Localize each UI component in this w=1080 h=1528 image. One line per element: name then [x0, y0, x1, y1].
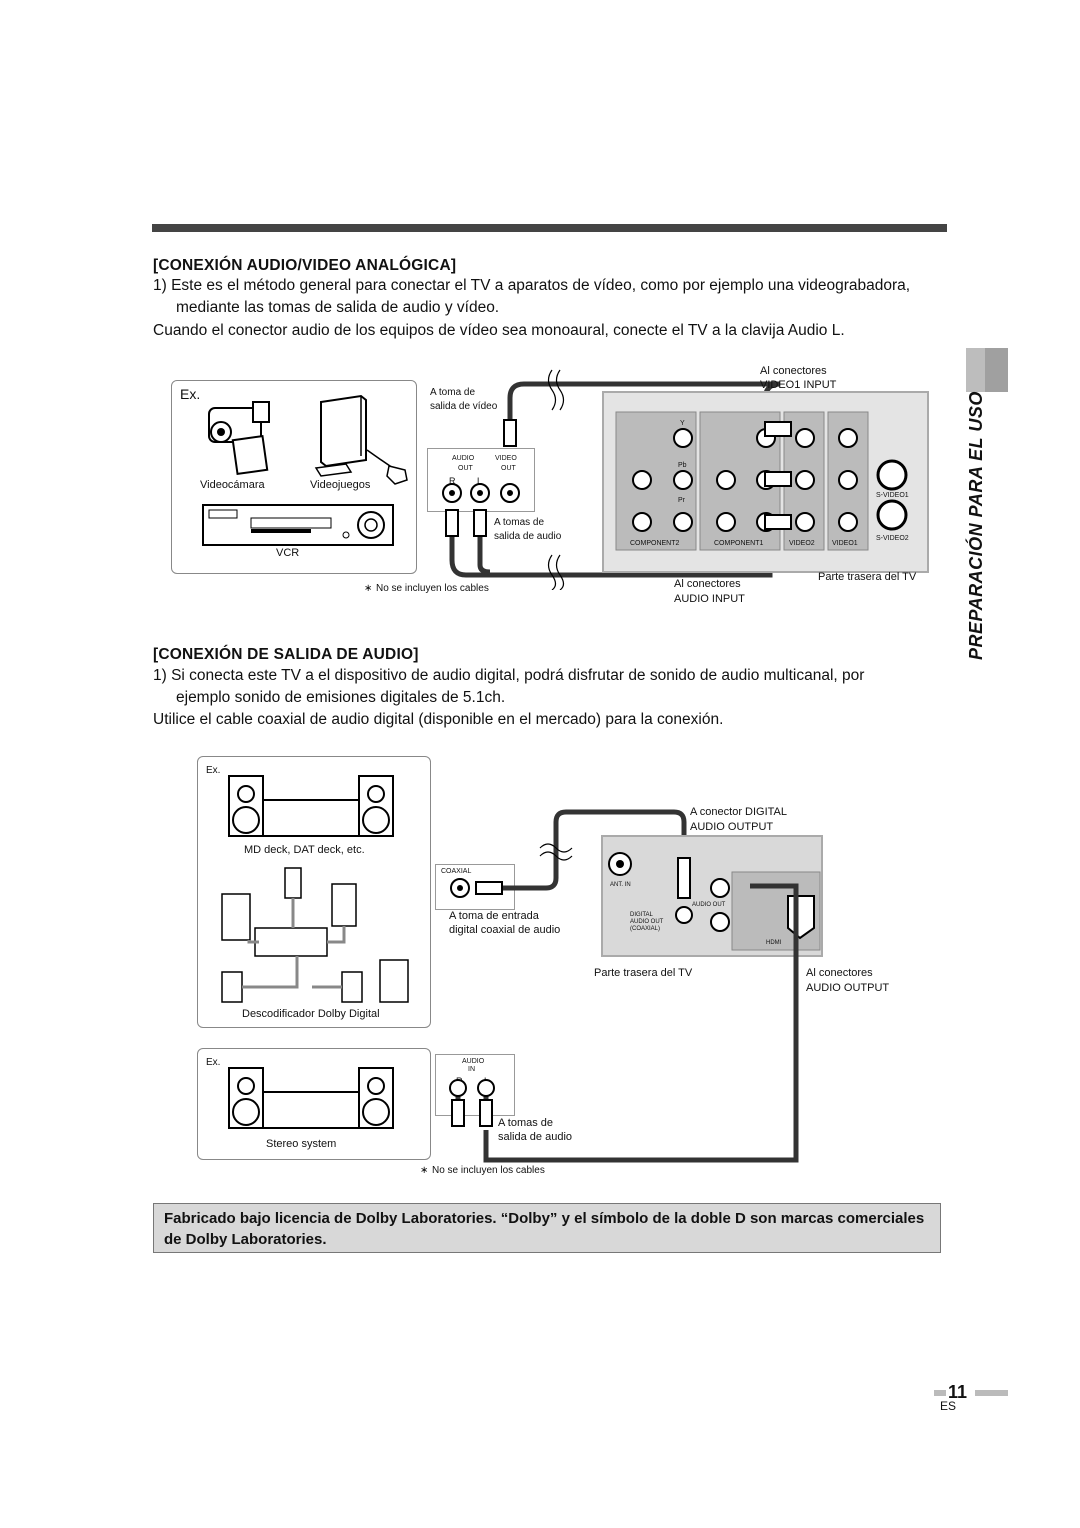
coaxial-cable — [500, 809, 687, 891]
audio-in-label-1: AUDIO — [462, 1058, 485, 1065]
tv-component1-label: COMPONENT1 — [714, 540, 764, 547]
source-devices-illustration — [202, 394, 408, 546]
video-out-label-2: salida de vídeo — [430, 401, 498, 412]
vcr-icon — [202, 504, 394, 546]
tv-svideo1-label: S-VIDEO1 — [876, 492, 909, 499]
page-number: 11 — [948, 1382, 968, 1402]
section-title-analog: [CONEXIÓN AUDIO/VIDEO ANALÓGICA] — [153, 257, 457, 274]
no-cables-label-2: No se incluyen los cables — [432, 1165, 545, 1176]
tv-component2-label: COMPONENT2 — [630, 540, 680, 547]
panel-audio-label: AUDIO — [452, 455, 475, 462]
stereo-label: Stereo system — [266, 1138, 337, 1150]
analog-para-line1: 1) Este es el método general para conect… — [153, 277, 911, 294]
tv-pr-label: Pr — [678, 497, 685, 504]
asterisk-1: ∗ — [364, 583, 373, 594]
vcr-label: VCR — [276, 547, 300, 559]
game-label: Videojuegos — [310, 479, 371, 491]
hdmi-label: HDMI — [766, 940, 782, 946]
panel-l-label: L — [477, 476, 483, 486]
audio-in-label-2: IN — [468, 1066, 475, 1073]
audio-out-para-coax: Utilice el cable coaxial de audio digita… — [153, 711, 724, 728]
to-video1-label-1: Al conectores — [760, 365, 827, 377]
side-title: PREPARACIÓN PARA EL USO — [966, 391, 986, 660]
camcorder-icon — [208, 401, 270, 476]
svideo2-jack — [876, 499, 908, 531]
audio-out-panel-label: AUDIO OUT — [692, 902, 726, 908]
tv-pb-label: Pb — [678, 462, 687, 469]
analog-para-line2: mediante las tomas de salida de audio y … — [176, 299, 500, 316]
to-audio-label-2: AUDIO INPUT — [674, 593, 745, 605]
dolby-decoder-label: Descodificador Dolby Digital — [242, 1008, 380, 1020]
tv-svideo2-label: S-VIDEO2 — [876, 535, 909, 542]
to-audio-out-label-2: AUDIO OUTPUT — [806, 982, 890, 994]
digital-devices-illustration — [221, 775, 409, 1003]
digital-audio-out-label: DIGITAL AUDIO OUT (COAXIAL) — [630, 912, 664, 932]
in-audio-label-2: salida de audio — [498, 1131, 573, 1143]
to-audio-label-1: Al conectores — [674, 578, 741, 590]
section-rule — [152, 224, 947, 232]
md-deck-label: MD deck, DAT deck, etc. — [244, 844, 365, 856]
tv-video1-label: VIDEO1 — [832, 540, 858, 547]
digital-out-label-2: AUDIO OUTPUT — [690, 821, 774, 833]
dolby-trademark-note: Fabricado bajo licencia de Dolby Laborat… — [153, 1203, 941, 1253]
ant-in-label: ANT. IN — [610, 882, 631, 888]
camcorder-label: Videocámara — [200, 479, 265, 491]
video-out-label-1: A toma de — [430, 387, 476, 398]
panel-out-label-2: OUT — [501, 465, 516, 472]
audio-out-label-2: salida de audio — [494, 531, 562, 542]
ex-label-2: Ex. — [206, 765, 221, 776]
language-code: ES — [940, 1399, 957, 1413]
ex-label: Ex. — [180, 386, 201, 402]
audio-out-cable-r — [483, 883, 799, 1163]
panel-r-label: R — [449, 476, 456, 486]
asterisk-2: ∗ — [420, 1165, 429, 1176]
panel-video-label: VIDEO — [495, 455, 517, 462]
to-audio-out-label-1: Al conectores — [806, 967, 873, 979]
game-console-icon — [314, 394, 408, 485]
audio-out-para-line2: ejemplo sonido de emisiones digitales de… — [176, 689, 506, 706]
coax-in-label-1: A toma de entrada — [449, 910, 539, 922]
tv-y-label: Y — [680, 420, 685, 427]
to-video1-label-2: VIDEO1 INPUT — [760, 379, 837, 391]
connection-diagram-analog — [442, 369, 929, 590]
connection-diagram-digital — [449, 809, 823, 1163]
ex-label-3: Ex. — [206, 1057, 221, 1068]
audio-out-para-line1: 1) Si conecta este TV a el dispositivo d… — [153, 667, 865, 684]
panel-out-label-1: OUT — [458, 465, 473, 472]
section-title-audio-out: [CONEXIÓN DE SALIDA DE AUDIO] — [153, 646, 419, 663]
tv-video2-label: VIDEO2 — [789, 540, 815, 547]
stereo-illustration — [228, 1067, 394, 1129]
page-number-bar-left — [934, 1390, 946, 1396]
coax-in-label-2: digital coaxial de audio — [449, 924, 561, 936]
audio-cable-l — [477, 535, 491, 575]
tv-back-label-1: Parte trasera del TV — [818, 571, 917, 583]
audio-input-panel — [435, 1054, 515, 1116]
svideo1-jack — [876, 459, 908, 491]
coaxial-label: COAXIAL — [441, 868, 472, 875]
in-audio-label-1: A tomas de — [498, 1117, 554, 1129]
analog-para-mono: Cuando el conector audio de los equipos … — [153, 322, 845, 339]
audio-out-label-1: A tomas de — [494, 517, 545, 528]
no-cables-label-1: No se incluyen los cables — [376, 583, 489, 594]
digital-out-label-1: A conector DIGITAL — [690, 806, 788, 818]
page-number-bar-right — [975, 1390, 1008, 1396]
side-tab-marker-dark — [985, 348, 1008, 392]
tv-back-label-2: Parte trasera del TV — [594, 967, 693, 979]
audio-cable-r — [449, 535, 773, 578]
